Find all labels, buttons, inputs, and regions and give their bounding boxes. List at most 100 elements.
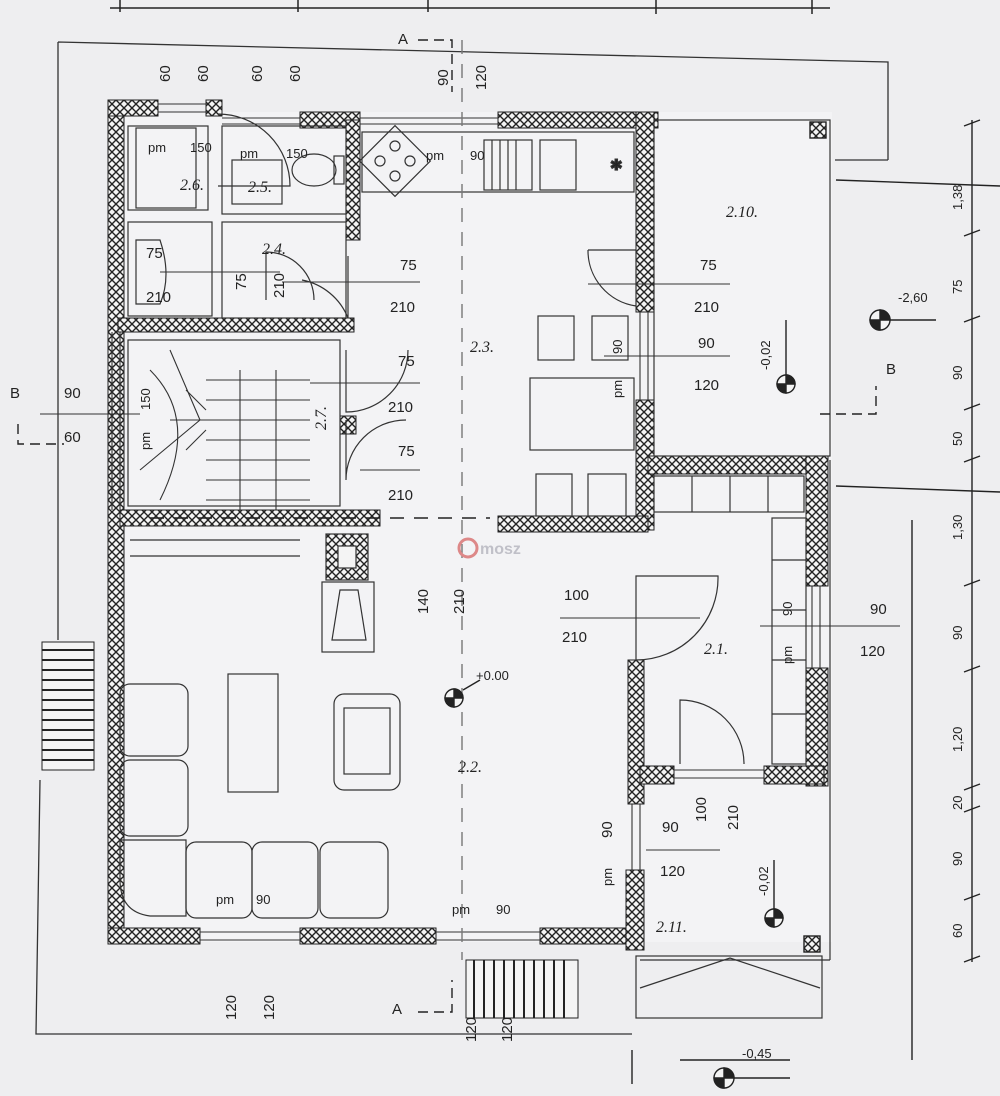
section-letters: A A B B [10, 31, 896, 1018]
window-dim: 90 [870, 601, 887, 618]
bathroom-fixtures [135, 127, 345, 305]
door-width: 75 [398, 353, 415, 370]
room-label-2-1: 2.1. [704, 641, 728, 658]
window-dim: 150 [286, 146, 308, 161]
pm-label: pm [610, 380, 625, 398]
bottom-dim: 120 [499, 1017, 516, 1042]
window-dim: 90 [610, 340, 625, 354]
window-dim: 90 [662, 819, 679, 836]
level-garden: -2,60 [898, 290, 928, 305]
door-width: 100 [564, 587, 589, 604]
fireplace [321, 533, 375, 653]
top-dimension-line [110, 0, 830, 14]
floor-interior [114, 112, 832, 942]
watermark-text: mosz [480, 541, 521, 558]
door-height: 210 [388, 399, 413, 416]
level-markers [444, 121, 936, 1089]
pm-label: pm [780, 646, 795, 664]
window-dim: 150 [190, 140, 212, 155]
door-width: 140 [415, 589, 432, 614]
door-labels: 75 210 75 210 75 210 75 210 75 210 75 21… [146, 245, 742, 830]
window-dim: 90 [496, 902, 510, 917]
door-height: 210 [562, 629, 587, 646]
right-dim: 50 [950, 432, 965, 446]
right-dim: 90 [950, 626, 965, 640]
pm-label: pm [216, 892, 234, 907]
door-width: 75 [398, 443, 415, 460]
top-dimensions: 60 60 60 60 90 120 [157, 65, 490, 90]
room-outlines [127, 119, 831, 1019]
room-label-2-7: 2.7. [313, 406, 330, 430]
level-entrance: -0,02 [756, 866, 771, 896]
top-dim: 120 [473, 65, 490, 90]
section-b-left: B [10, 385, 20, 402]
bottom-dim: 120 [223, 995, 240, 1020]
right-dim: 75 [950, 280, 965, 294]
room-labels: 2.6. 2.5. 2.4. 2.3. 2.10. 2.1. 2.2. 2.11… [180, 177, 758, 936]
right-dim: 60 [950, 924, 965, 938]
section-a-bottom: A [392, 1001, 402, 1018]
annotation-lines [40, 271, 900, 851]
watermark-logo: mosz [457, 537, 521, 559]
window-dim: 90 [780, 602, 795, 616]
top-dim: 60 [157, 65, 174, 82]
door-height: 210 [725, 805, 742, 830]
bottom-dim: 120 [261, 995, 278, 1020]
top-dim: 60 [249, 65, 266, 82]
door-height: 210 [271, 273, 288, 298]
window-dim: 120 [660, 863, 685, 880]
right-dim: 1,20 [950, 727, 965, 752]
window-dim: 90 [256, 892, 270, 907]
plot-outline [35, 41, 889, 1035]
right-dimensions: 1,38 75 90 50 1,30 90 1,20 20 90 60 [950, 185, 965, 938]
door-height: 210 [694, 299, 719, 316]
door-width: 75 [400, 257, 417, 274]
window-dim: 90 [698, 335, 715, 352]
level-outside: -0,45 [742, 1046, 772, 1061]
section-b-right: B [886, 361, 896, 378]
level-main: +0.00 [476, 668, 509, 683]
right-dimension-chain [835, 119, 1000, 1060]
windows [111, 103, 821, 941]
pm-label: pm [452, 902, 470, 917]
window-dim: 120 [860, 643, 885, 660]
pm-label: pm [138, 432, 153, 450]
level-labels: +0.00 -0,02 -0,02 -2,60 -0,45 [476, 290, 928, 1061]
section-a-top: A [398, 31, 408, 48]
svg-text:✱: ✱ [610, 157, 623, 174]
room-label-2-11: 2.11. [656, 919, 687, 936]
top-dim: 60 [195, 65, 212, 82]
door-width: 75 [146, 245, 163, 262]
pm-label: pm [600, 868, 615, 886]
room-label-2-10: 2.10. [726, 204, 758, 221]
right-dim: 90 [950, 852, 965, 866]
window-dim: 60 [64, 429, 81, 446]
room-label-2-2: 2.2. [458, 759, 482, 776]
steps [41, 641, 579, 1019]
window-dim: 90 [64, 385, 81, 402]
room-label-2-3: 2.3. [470, 339, 494, 356]
window-dim: 150 [138, 388, 153, 410]
door-height: 210 [451, 589, 468, 614]
pm-label: pm [426, 148, 444, 163]
right-dim: 20 [950, 796, 965, 810]
kitchen-fixtures: ✱ [358, 124, 635, 517]
window-labels: pm 150 pm 150 pm 90 90 60 150 pm 90 pm 9… [64, 140, 887, 917]
door-height: 210 [146, 289, 171, 306]
room-label-2-5: 2.5. [248, 179, 272, 196]
pm-label: pm [148, 140, 166, 155]
level-terrace: -0,02 [758, 340, 773, 370]
window-dim: 90 [599, 821, 616, 838]
section-lines [17, 39, 877, 1013]
bottom-dim: 120 [463, 1017, 480, 1042]
living-furniture [119, 539, 401, 919]
top-dim: 90 [435, 69, 452, 86]
top-dim: 60 [287, 65, 304, 82]
window-dim: 120 [694, 377, 719, 394]
door-height: 210 [388, 487, 413, 504]
right-dim: 90 [950, 366, 965, 380]
door-height: 210 [390, 299, 415, 316]
pm-label: pm [240, 146, 258, 161]
window-dim: 90 [470, 148, 484, 163]
